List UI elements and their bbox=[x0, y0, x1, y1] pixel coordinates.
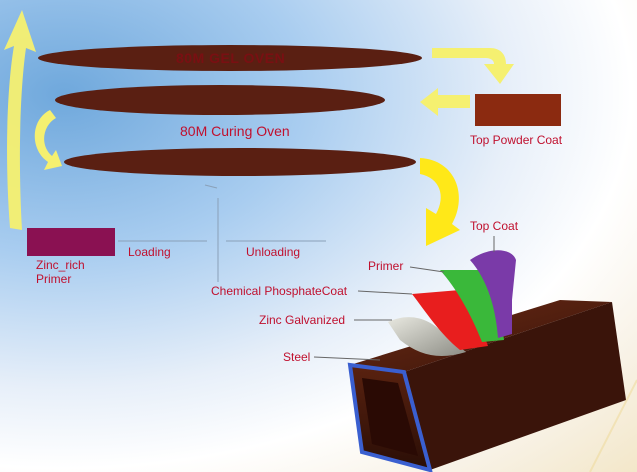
steel-label: Steel bbox=[283, 350, 311, 364]
arrow-to-coating-icon bbox=[420, 158, 460, 246]
arrow-to-curing-oven-icon bbox=[420, 88, 470, 116]
top-powder-coat-label: Top Powder Coat bbox=[470, 133, 563, 147]
gel-oven-label: 80M GEL OVEN bbox=[176, 50, 286, 66]
curing-oven-label: 80M Curing Oven bbox=[180, 123, 290, 139]
primer-leader bbox=[409, 266, 445, 273]
gel-oven-shape bbox=[38, 45, 422, 71]
steel-leader bbox=[313, 356, 381, 361]
tube-right-face bbox=[404, 302, 626, 470]
steel-layer bbox=[388, 317, 466, 356]
return-arrow-icon bbox=[4, 10, 36, 230]
curved-arrow-left-icon bbox=[34, 110, 62, 170]
loading-label: Loading bbox=[128, 245, 171, 259]
tube-inner bbox=[362, 378, 418, 456]
zinc-galvanized-label: Zinc Galvanized bbox=[259, 313, 346, 327]
phosphate-leader bbox=[357, 290, 413, 295]
arrow-to-powder-coat-icon bbox=[432, 48, 514, 84]
chemical-phosphate-label: Chemical PhosphateCoat bbox=[211, 284, 348, 298]
lower-oven-shape bbox=[64, 148, 416, 176]
top-coat-layer bbox=[470, 250, 516, 338]
zinc-rich-primer-box bbox=[27, 228, 115, 256]
oven-tick-mark bbox=[204, 184, 218, 189]
light-ray bbox=[589, 379, 637, 472]
top-coat-label: Top Coat bbox=[470, 219, 519, 233]
primer-station-label: Primer bbox=[36, 272, 72, 286]
zinc-galvanized-layer bbox=[412, 290, 488, 350]
top-powder-coat-box bbox=[475, 94, 561, 126]
zinc-rich-label: Zinc_rich bbox=[36, 258, 85, 272]
primer-layer-label: Primer bbox=[368, 259, 404, 273]
unloading-label: Unloading bbox=[246, 245, 301, 259]
curing-oven-shape bbox=[55, 85, 385, 115]
